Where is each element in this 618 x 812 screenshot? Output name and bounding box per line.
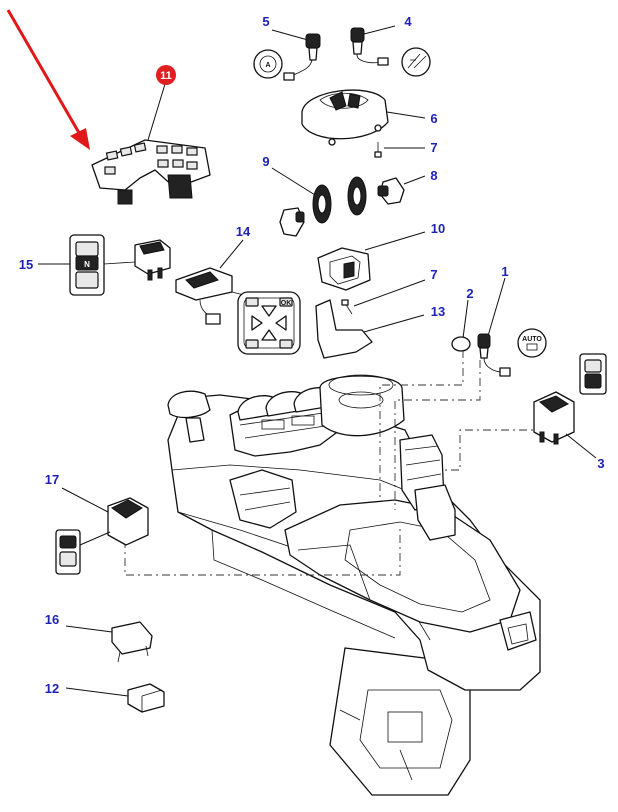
part-1-auto-switch[interactable]: AUTO — [477, 277, 547, 377]
armrest-console — [167, 374, 541, 796]
callout-4[interactable]: 4 — [404, 14, 412, 29]
part-14-switch-module[interactable]: OK — [175, 239, 301, 355]
part-9-knobs[interactable] — [271, 167, 367, 237]
part-2-plug[interactable] — [451, 299, 471, 352]
callout-10[interactable]: 10 — [431, 221, 445, 236]
hitch-icon — [401, 47, 431, 77]
arrow-left-icon — [251, 315, 263, 331]
a-mode-icon — [253, 49, 283, 79]
callout-7b[interactable]: 7 — [430, 267, 437, 282]
callout-6[interactable]: 6 — [430, 111, 437, 126]
callout-13[interactable]: 13 — [431, 304, 445, 319]
part-13-plate[interactable] — [315, 299, 425, 359]
auto-mode-icon — [517, 328, 547, 358]
keypad-part-11[interactable] — [91, 139, 211, 205]
callout-15[interactable]: 15 — [19, 257, 33, 272]
part-7-screw-upper[interactable] — [374, 142, 425, 158]
callout-2[interactable]: 2 — [466, 286, 473, 301]
n-label: N — [84, 260, 90, 269]
callout-12[interactable]: 12 — [45, 681, 59, 696]
arrow-head — [70, 128, 90, 150]
callout-16[interactable]: 16 — [45, 612, 59, 627]
highlight-arrow — [6, 9, 90, 150]
arrow-shaft — [6, 9, 84, 139]
callout-7a[interactable]: 7 — [430, 140, 437, 155]
callout-5[interactable]: 5 — [262, 14, 269, 29]
svg-text:A: A — [265, 62, 270, 69]
part-7-screw-lower[interactable] — [341, 279, 426, 315]
highlight-badge-11[interactable]: 11 — [147, 65, 176, 141]
arrow-up-icon — [261, 305, 277, 317]
callout-3[interactable]: 3 — [597, 456, 604, 471]
part-10-bracket[interactable] — [317, 231, 426, 291]
badge-circle — [156, 65, 176, 85]
assembly-leader-lines — [124, 350, 545, 576]
remote-keypad[interactable]: OK — [237, 291, 301, 355]
part-17-switch[interactable] — [55, 487, 149, 575]
part-3-rocker-switch[interactable] — [533, 353, 607, 459]
part-15-switch-panel[interactable]: N — [38, 234, 171, 296]
callout-14[interactable]: 14 — [236, 224, 251, 239]
callout-labels: 1 2 3 4 5 6 7 7 8 9 10 12 13 14 15 16 17 — [19, 14, 605, 696]
arrow-down-icon — [261, 329, 277, 341]
part-8-knob[interactable] — [377, 175, 426, 205]
part-4-switch[interactable] — [350, 25, 431, 77]
badge-label: 11 — [160, 70, 172, 82]
arrow-right-icon — [275, 315, 287, 331]
callout-9[interactable]: 9 — [262, 154, 269, 169]
part-5-switch[interactable]: A — [253, 29, 321, 81]
auto-label: AUTO — [522, 336, 542, 343]
callout-8[interactable]: 8 — [430, 168, 437, 183]
ok-label: OK — [281, 300, 292, 307]
callout-17[interactable]: 17 — [45, 472, 59, 487]
callout-1[interactable]: 1 — [501, 264, 508, 279]
part-6-shifter-base[interactable] — [301, 89, 426, 146]
part-16-cap[interactable] — [65, 621, 153, 663]
part-12-connector[interactable] — [65, 683, 165, 713]
